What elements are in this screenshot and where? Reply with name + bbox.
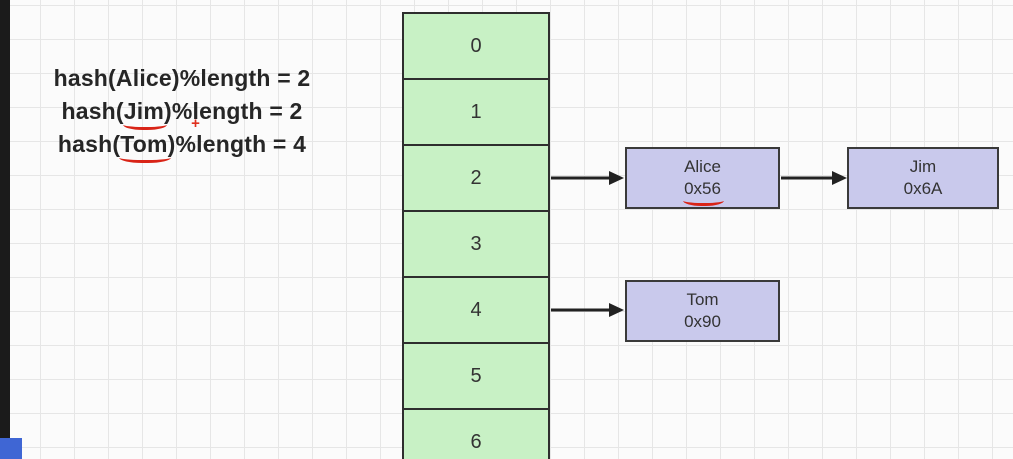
cell-index-label: 4 bbox=[470, 298, 482, 321]
array-cell-0: 0 bbox=[402, 12, 550, 80]
array-cell-4: 4 bbox=[402, 276, 550, 344]
formula-text: )% bbox=[167, 131, 197, 157]
node-name: Jim bbox=[909, 157, 937, 176]
left-edge-bar bbox=[0, 0, 10, 459]
node-jim: Jim 0x6A bbox=[847, 147, 999, 209]
node-address: 0x6A bbox=[903, 179, 943, 198]
cell-index-label: 6 bbox=[470, 430, 482, 453]
hash-array: 0 1 2 3 4 5 6 bbox=[402, 12, 550, 459]
cell-index-label: 0 bbox=[470, 34, 482, 57]
hash-formula-tom: hash(Tom)%length = 4 bbox=[12, 128, 352, 161]
arrow-icon bbox=[551, 171, 624, 185]
node-tom: Tom 0x90 bbox=[625, 280, 780, 342]
arrow-head-icon bbox=[832, 171, 847, 185]
formula-text: length = 4 bbox=[196, 131, 307, 157]
node-address-red-underline: 0x56 bbox=[683, 179, 724, 206]
array-cell-3: 3 bbox=[402, 210, 550, 278]
node-name: Alice bbox=[684, 157, 721, 176]
hash-formulas: hash(Alice)%length = 2 hash(Jim)%length … bbox=[12, 62, 352, 161]
array-cell-6: 6 bbox=[402, 408, 550, 459]
array-cell-5: 5 bbox=[402, 342, 550, 410]
node-name: Tom bbox=[686, 290, 719, 309]
node-alice: Alice 0x56 bbox=[625, 147, 780, 209]
arrow-icon bbox=[551, 303, 624, 317]
arrow-icon bbox=[781, 171, 847, 185]
array-cell-2: 2 bbox=[402, 144, 550, 212]
formula-text: hash( bbox=[57, 131, 121, 157]
formula-key-tom-red-underline: Tom bbox=[120, 131, 168, 157]
hash-formula-alice: hash(Alice)%length = 2 bbox=[12, 62, 352, 95]
array-cell-1: 1 bbox=[402, 78, 550, 146]
arrow-alice-to-jim bbox=[781, 169, 848, 192]
arrow-head-icon bbox=[609, 171, 624, 185]
cell-index-label: 5 bbox=[470, 364, 482, 387]
formula-text: )%length = 2 bbox=[171, 65, 311, 91]
formula-key-alice: Alice bbox=[115, 65, 172, 91]
arrow-head-icon bbox=[609, 303, 624, 317]
cell-index-label: 3 bbox=[470, 232, 482, 255]
formula-text: hash( bbox=[53, 65, 116, 91]
formula-text: )%length = 2 bbox=[164, 98, 303, 124]
arrow-bucket2-to-alice bbox=[551, 169, 625, 192]
hash-formula-jim: hash(Jim)%length = 2 bbox=[12, 95, 352, 128]
formula-key-jim-red-underline: Jim bbox=[123, 98, 165, 124]
node-address: 0x90 bbox=[684, 312, 721, 331]
cell-index-label: 1 bbox=[470, 100, 482, 123]
formula-text: hash( bbox=[61, 98, 124, 124]
arrow-bucket4-to-tom bbox=[551, 301, 625, 324]
cell-index-label: 2 bbox=[470, 166, 482, 189]
bottom-left-blue-marker bbox=[0, 438, 22, 459]
